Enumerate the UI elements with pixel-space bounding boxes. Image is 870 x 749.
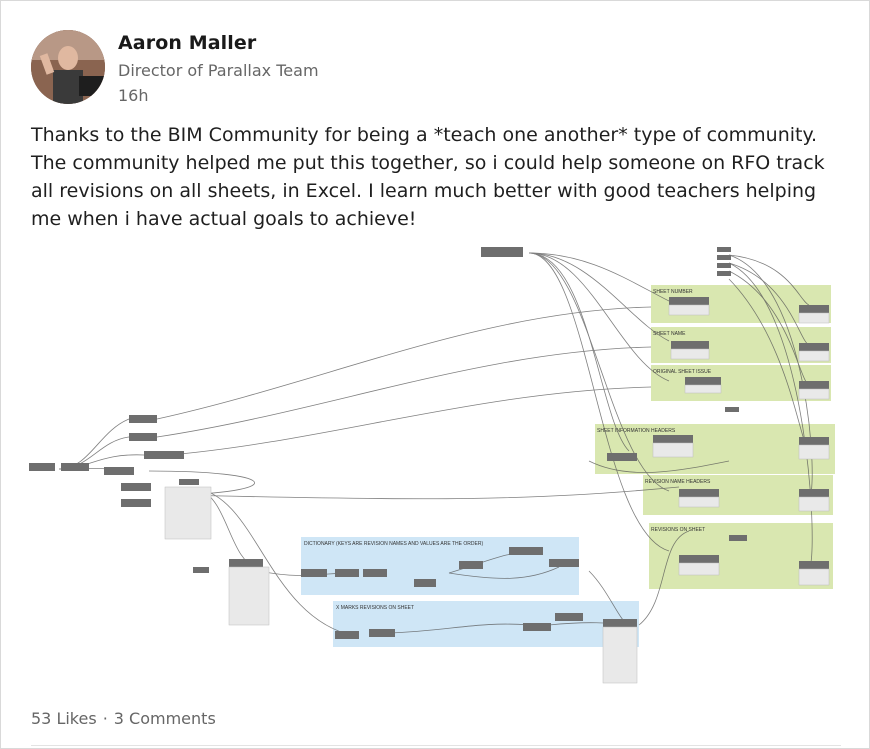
post-image[interactable]: SHEET NUMBER SHEET NAME ORIGINAL SHEET I… <box>29 241 849 691</box>
group-label: SHEET INFORMATION HEADERS <box>597 428 676 434</box>
post-timestamp: 16h <box>118 86 149 105</box>
divider <box>31 745 841 746</box>
footer-separator: · <box>102 709 108 728</box>
graph-nodes <box>29 247 829 639</box>
group-x-marks: X MARKS REVISIONS ON SHEET <box>333 601 639 647</box>
group-label: SHEET NUMBER <box>653 289 693 295</box>
social-counts: 53 Likes · 3 Comments <box>31 709 216 728</box>
author-avatar[interactable] <box>31 30 105 104</box>
avatar-photo <box>31 30 105 104</box>
group-label: REVISION NAME HEADERS <box>645 479 711 485</box>
graph-node-bodies <box>164 304 830 684</box>
dynamo-graph-image: SHEET NUMBER SHEET NAME ORIGINAL SHEET I… <box>29 241 849 691</box>
group-sheet-information-headers: SHEET INFORMATION HEADERS <box>595 424 835 474</box>
group-label: DICTIONARY (KEYS ARE REVISION NAMES AND … <box>304 541 483 547</box>
post-body: Thanks to the BIM Community for being a … <box>31 124 825 230</box>
group-label: REVISIONS ON SHEET <box>651 527 705 533</box>
comments-count[interactable]: 3 Comments <box>113 709 216 728</box>
group-label: ORIGINAL SHEET ISSUE <box>653 369 712 375</box>
group-dictionary: DICTIONARY (KEYS ARE REVISION NAMES AND … <box>301 537 579 595</box>
author-headline: Director of Parallax Team <box>118 61 319 80</box>
graph-wires <box>58 252 813 638</box>
group-label: X MARKS REVISIONS ON SHEET <box>336 605 414 611</box>
likes-count[interactable]: 53 Likes <box>31 709 97 728</box>
author-name[interactable]: Aaron Maller <box>118 32 257 54</box>
group-label: SHEET NAME <box>653 331 686 337</box>
